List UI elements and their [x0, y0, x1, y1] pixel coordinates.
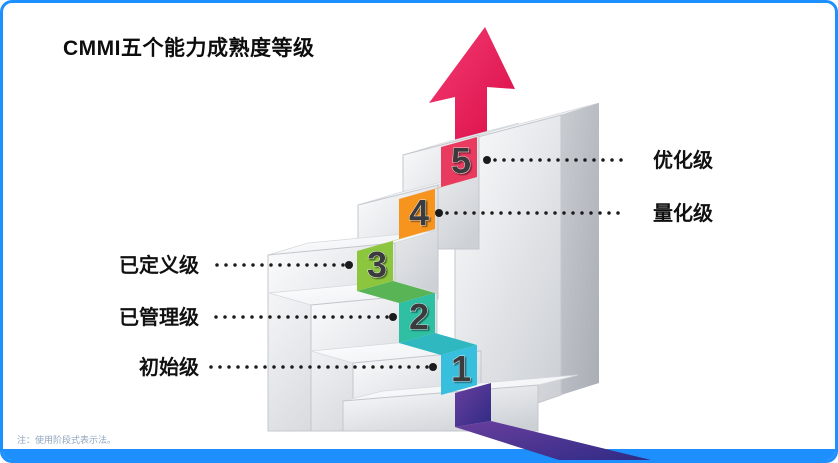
level-label-3: 已定义级 — [119, 253, 199, 277]
ribbon-tread-4 — [399, 177, 477, 199]
level-label-4: 量化级 — [653, 201, 713, 225]
ribbon-riser-1 — [441, 345, 477, 395]
leader-dot-3 — [345, 261, 353, 269]
level-label-5: 优化级 — [653, 148, 713, 172]
level-label-2: 已管理级 — [119, 305, 199, 329]
ribbon-riser-4 — [399, 189, 435, 239]
ribbon-base-flow — [455, 421, 651, 460]
level-number-1: 1 — [451, 348, 471, 389]
diagram-canvas: 1 2 3 4 5 初始级 已管理级 已定义级 量化级 优化级 CMMI五个能力… — [3, 27, 835, 460]
leader-dot-5 — [483, 156, 491, 164]
level-label-1: 初始级 — [139, 355, 199, 379]
leader-dot-1 — [429, 363, 437, 371]
footnote: 注：使用阶段式表示法。 — [17, 434, 116, 445]
level-number-2: 2 — [409, 296, 429, 337]
level-number-3: 3 — [367, 244, 387, 285]
ribbon-tread-2 — [357, 281, 435, 303]
level-number-4: 4 — [409, 192, 429, 233]
slide-title: CMMI五个能力成熟度等级 — [63, 36, 315, 60]
bottom-bar — [3, 449, 835, 460]
top-column-side — [561, 103, 599, 395]
ribbon-riser-3 — [357, 241, 393, 291]
ribbon-riser-5 — [441, 137, 477, 187]
ribbon-riser-2 — [399, 293, 435, 343]
ribbon-tread-3 — [357, 229, 435, 251]
leader-dot-2 — [389, 313, 397, 321]
level-number-5: 5 — [451, 140, 471, 181]
ribbon-base-riser — [455, 383, 491, 427]
ribbon-tread-1 — [399, 333, 477, 355]
up-arrow-icon — [429, 27, 515, 153]
leader-dot-4 — [435, 209, 443, 217]
